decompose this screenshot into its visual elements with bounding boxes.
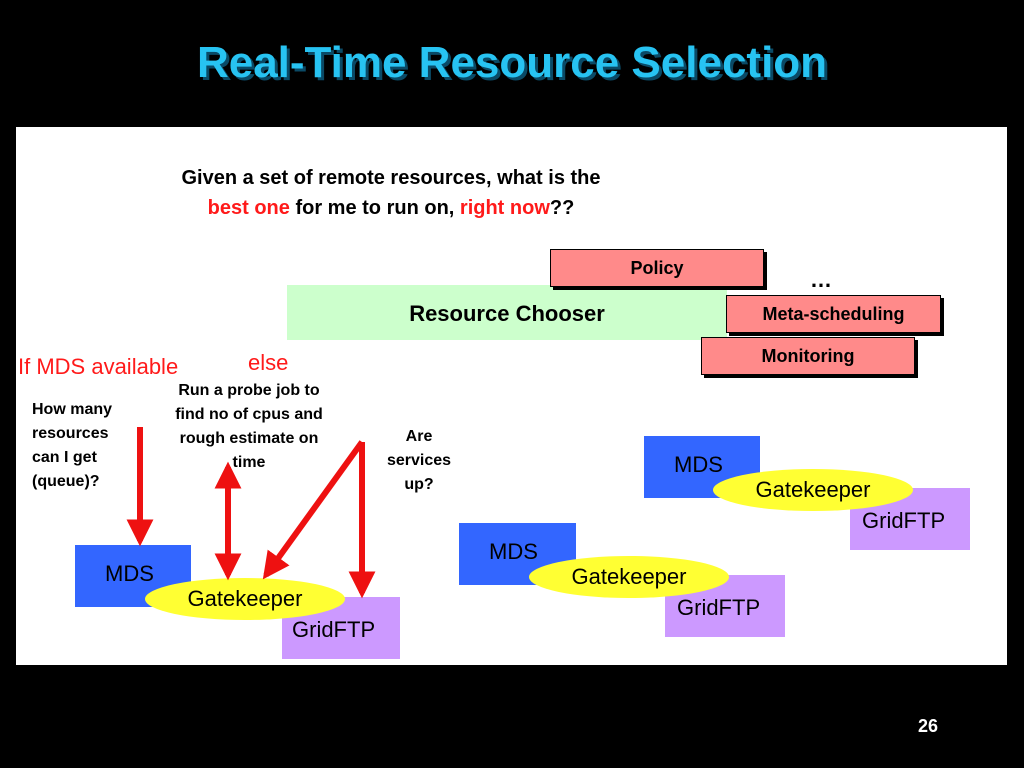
- meta-scheduling-label: Meta-scheduling: [762, 304, 905, 324]
- page-number: 26: [917, 716, 938, 736]
- how-many-line: How many: [32, 401, 113, 418]
- mds-box-right: MDS: [644, 436, 760, 498]
- services-note: Are services up?: [372, 425, 466, 497]
- policy-tag: Policy: [550, 249, 764, 287]
- probe-line: Run a probe job to: [178, 382, 320, 399]
- services-line: up?: [404, 476, 434, 493]
- question-end: ??: [549, 197, 575, 219]
- mds-label: MDS: [674, 452, 723, 477]
- resource-chooser-box: Resource Chooser: [287, 285, 727, 340]
- question-middle: for me to run on,: [289, 197, 460, 219]
- diagram-panel: Given a set of remote resources, what is…: [16, 127, 1007, 665]
- gatekeeper-ellipse-right: Gatekeeper: [713, 469, 913, 511]
- how-many-line: (queue)?: [32, 473, 100, 490]
- gatekeeper-label: Gatekeeper: [755, 477, 871, 502]
- question-best-one: best one: [207, 197, 290, 219]
- policy-label: Policy: [630, 258, 684, 278]
- mds-label: MDS: [105, 561, 154, 586]
- probe-line: rough estimate on: [179, 430, 319, 447]
- arrow-to-gatekeeper: [262, 440, 365, 580]
- resource-chooser-label: Resource Chooser: [409, 301, 605, 326]
- question-right-now: right now: [459, 197, 550, 219]
- probe-line: find no of cpus and: [175, 406, 323, 423]
- question-line-2: best one for me to run on, right now??: [111, 193, 671, 223]
- monitoring-tag: Monitoring: [701, 337, 915, 375]
- how-many-note: How many resources can I get (queue)?: [32, 398, 152, 494]
- else-label: else: [248, 350, 289, 375]
- gridftp-label: GridFTP: [292, 617, 376, 642]
- services-line: services: [386, 452, 452, 469]
- probe-note: Run a probe job to find no of cpus and r…: [152, 379, 346, 475]
- arrows-layer: [126, 427, 376, 599]
- gridftp-label: GridFTP: [862, 508, 946, 533]
- meta-scheduling-tag: Meta-scheduling: [726, 295, 941, 333]
- monitoring-label: Monitoring: [761, 346, 855, 366]
- how-many-line: resources: [32, 425, 109, 442]
- gridftp-label: GridFTP: [677, 595, 761, 620]
- mds-label: MDS: [489, 539, 538, 564]
- slide-title: Real-Time Resource Selection: [196, 38, 828, 87]
- gatekeeper-ellipse-middle: Gatekeeper: [529, 556, 729, 598]
- question-line-1: Given a set of remote resources, what is…: [181, 167, 601, 189]
- gatekeeper-label: Gatekeeper: [187, 586, 303, 611]
- ellipsis: …: [810, 267, 832, 292]
- gatekeeper-label: Gatekeeper: [571, 564, 687, 589]
- if-mds-label: If MDS available: [18, 354, 179, 379]
- services-line: Are: [405, 428, 433, 445]
- how-many-line: can I get: [32, 449, 97, 466]
- question-text: Given a set of remote resources, what is…: [111, 163, 671, 223]
- gatekeeper-ellipse-left: Gatekeeper: [145, 578, 345, 620]
